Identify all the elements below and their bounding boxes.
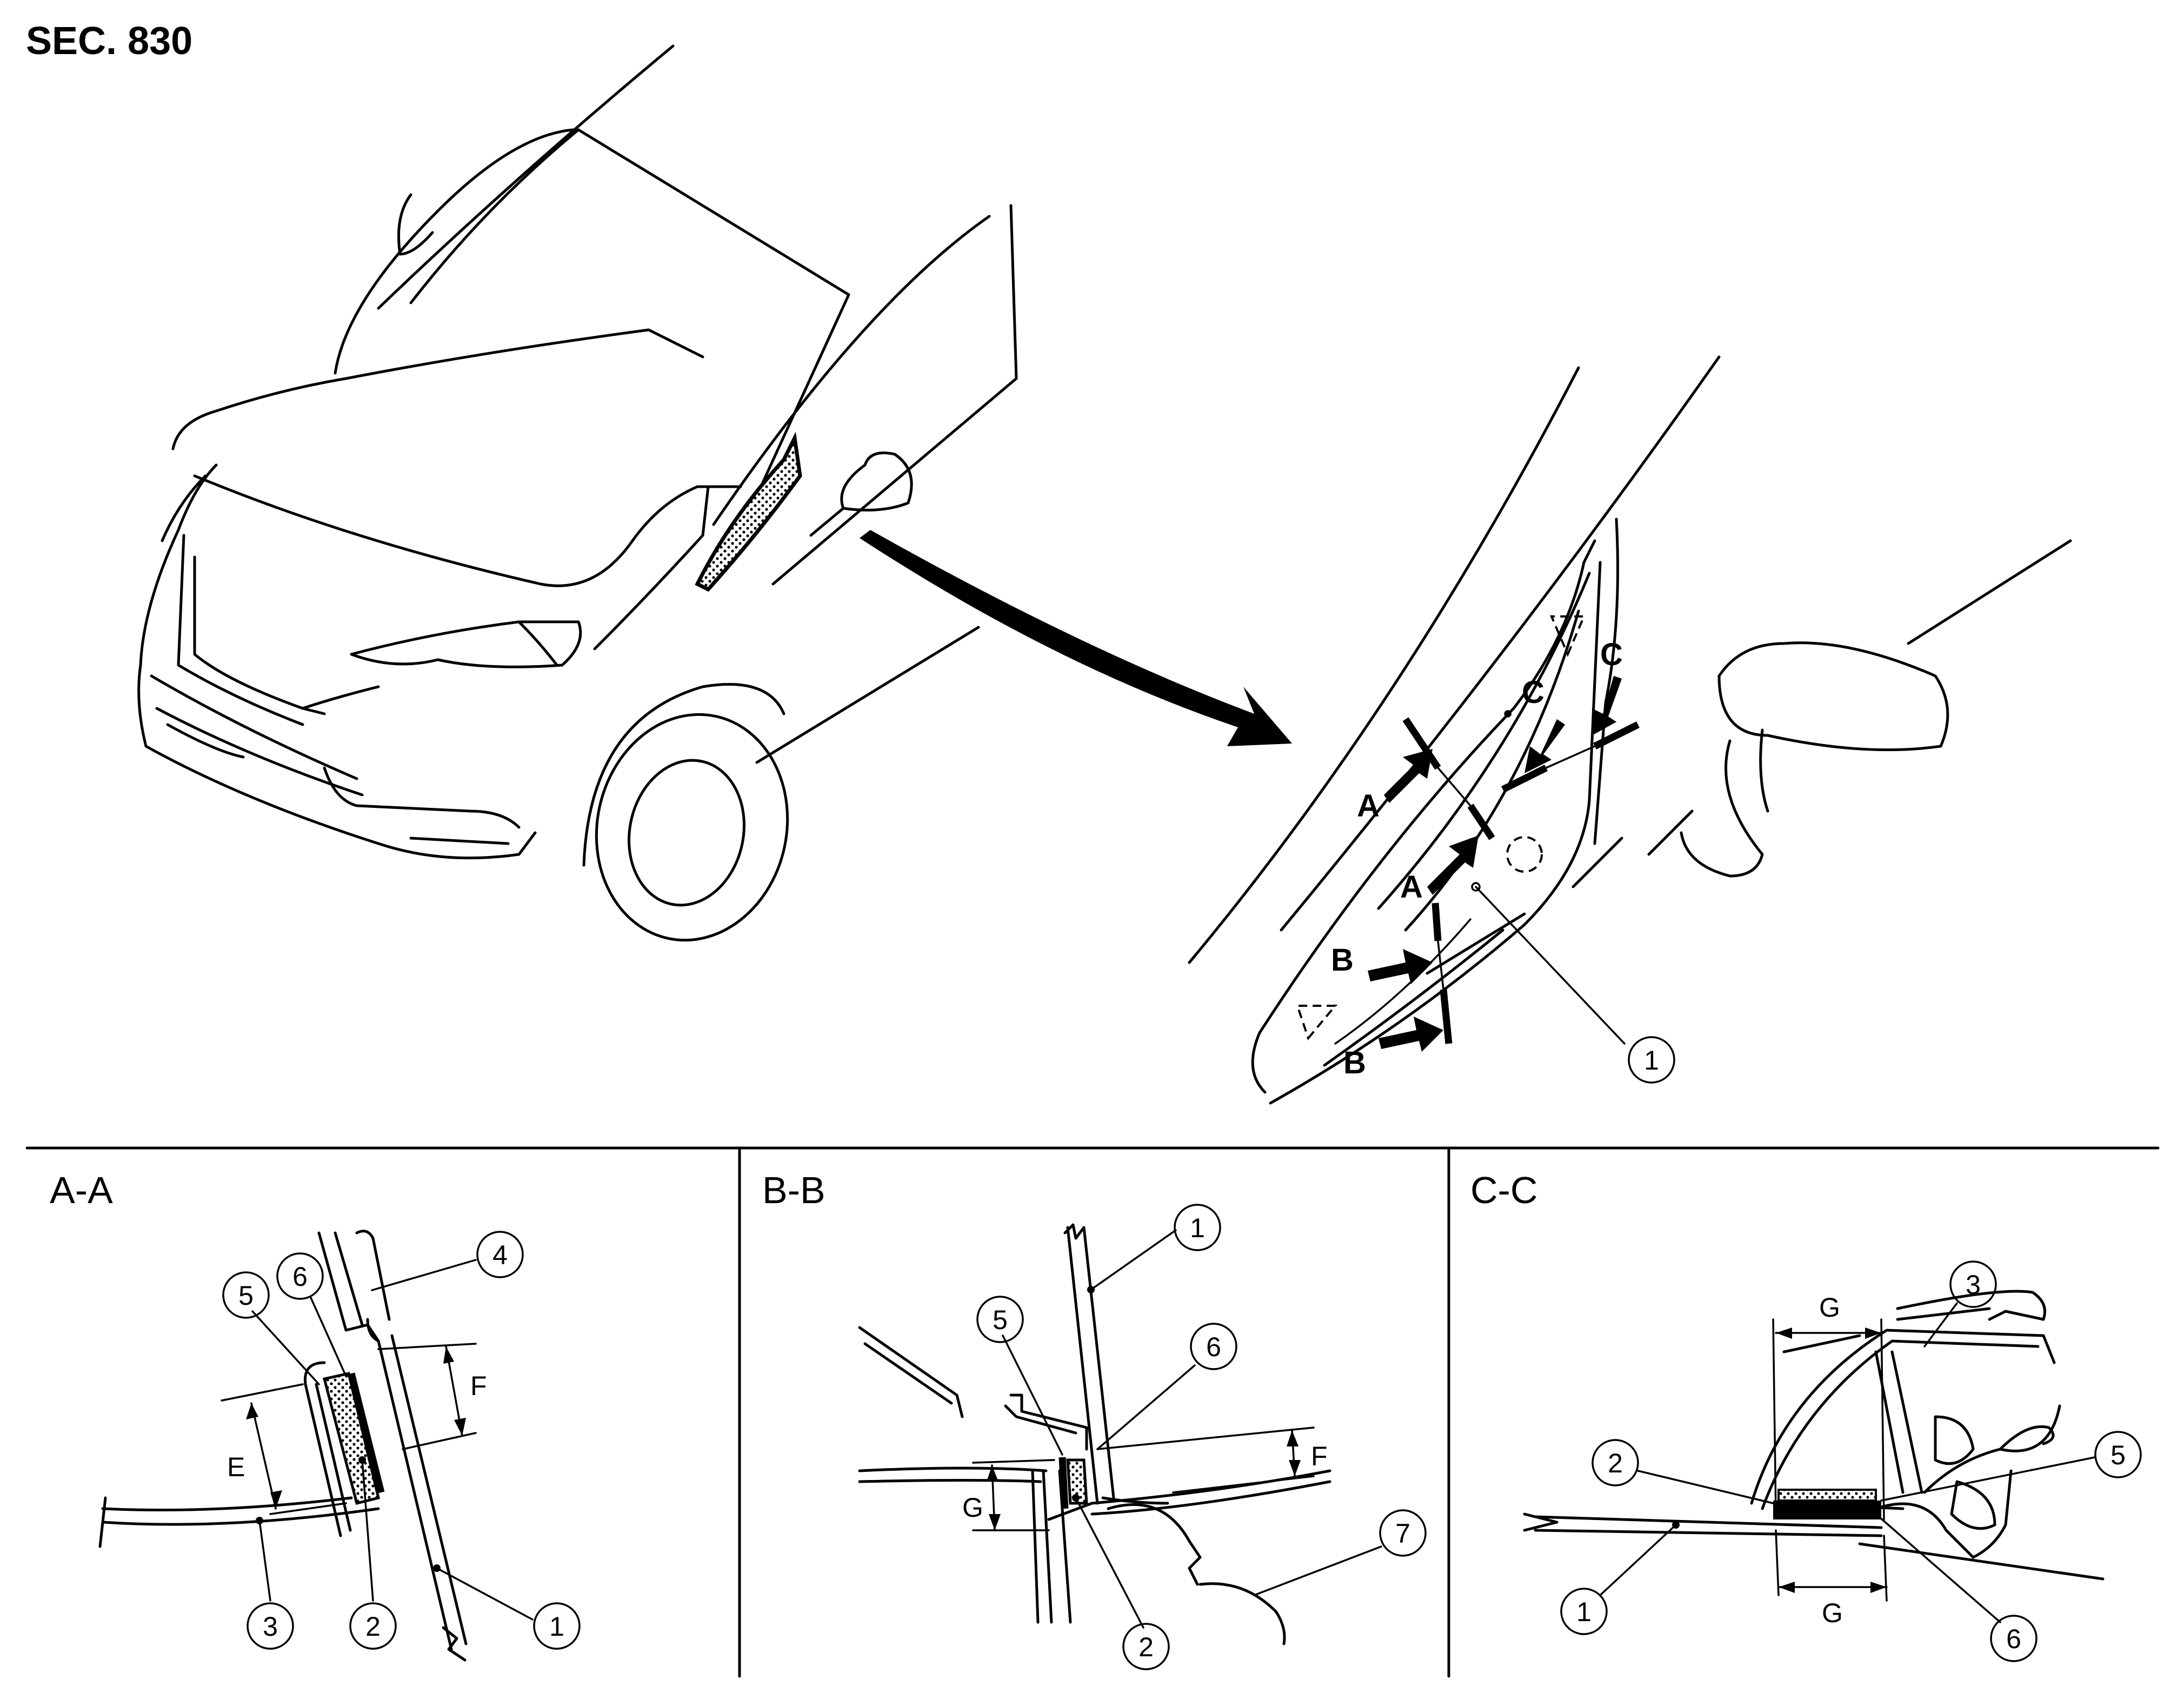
bb-callout-1: 1: [1190, 1213, 1205, 1243]
cc-dim-g-top: G: [1819, 1292, 1840, 1323]
cowl-top-cover-highlight: [695, 432, 802, 592]
section-c-c-title: C-C: [1470, 1169, 1537, 1211]
bb-callout-5: 5: [993, 1305, 1008, 1335]
marker-c-2: C: [1600, 637, 1623, 672]
aa-dim-e: E: [227, 1452, 245, 1482]
bb-callout-7: 7: [1395, 1518, 1410, 1549]
aa-callout-1: 1: [549, 1611, 564, 1642]
aa-callout-5: 5: [238, 1280, 254, 1311]
section-b-b: B-B F G: [762, 1169, 1427, 1670]
section-b-b-title: B-B: [762, 1169, 825, 1211]
cc-callout-6: 6: [2006, 1624, 2021, 1654]
section-frames: [25, 1146, 2160, 1678]
bb-callout-2: 2: [1138, 1632, 1154, 1662]
cc-dim-g-bottom: G: [1822, 1598, 1843, 1628]
cc-callout-5: 5: [2110, 1440, 2126, 1470]
bb-callout-6: 6: [1206, 1332, 1221, 1362]
section-a-a-title: A-A: [50, 1169, 113, 1211]
aa-callout-3: 3: [263, 1611, 278, 1642]
cc-callout-3: 3: [1966, 1270, 1981, 1300]
aa-callout-6: 6: [292, 1262, 308, 1292]
aa-callout-4: 4: [492, 1240, 508, 1270]
detail-pointer-arrow: [860, 530, 1292, 746]
vehicle-overview: [137, 44, 1018, 942]
section-c-c: C-C G G: [1470, 1169, 2142, 1662]
bb-dim-f: F: [1311, 1441, 1328, 1471]
marker-c-1: C: [1522, 675, 1544, 710]
bb-dim-g: G: [962, 1492, 983, 1523]
marker-b-1: B: [1331, 943, 1354, 978]
marker-a-1: A: [1357, 788, 1380, 824]
marker-b-2: B: [1343, 1045, 1366, 1080]
aa-callout-2: 2: [365, 1611, 381, 1642]
cc-callout-2: 2: [1608, 1448, 1623, 1478]
cc-callout-1: 1: [1576, 1597, 1592, 1627]
detail-view: ° A A B B C C 1: [1188, 355, 2072, 1105]
aa-dim-f: F: [470, 1371, 487, 1401]
section-a-a: A-A E F 3: [50, 1169, 581, 1662]
section-code: SEC. 830: [26, 19, 192, 63]
marker-a-2: A: [1400, 870, 1423, 905]
small-mark: °: [1504, 707, 1512, 729]
callout-1-detail: 1: [1644, 1045, 1659, 1076]
